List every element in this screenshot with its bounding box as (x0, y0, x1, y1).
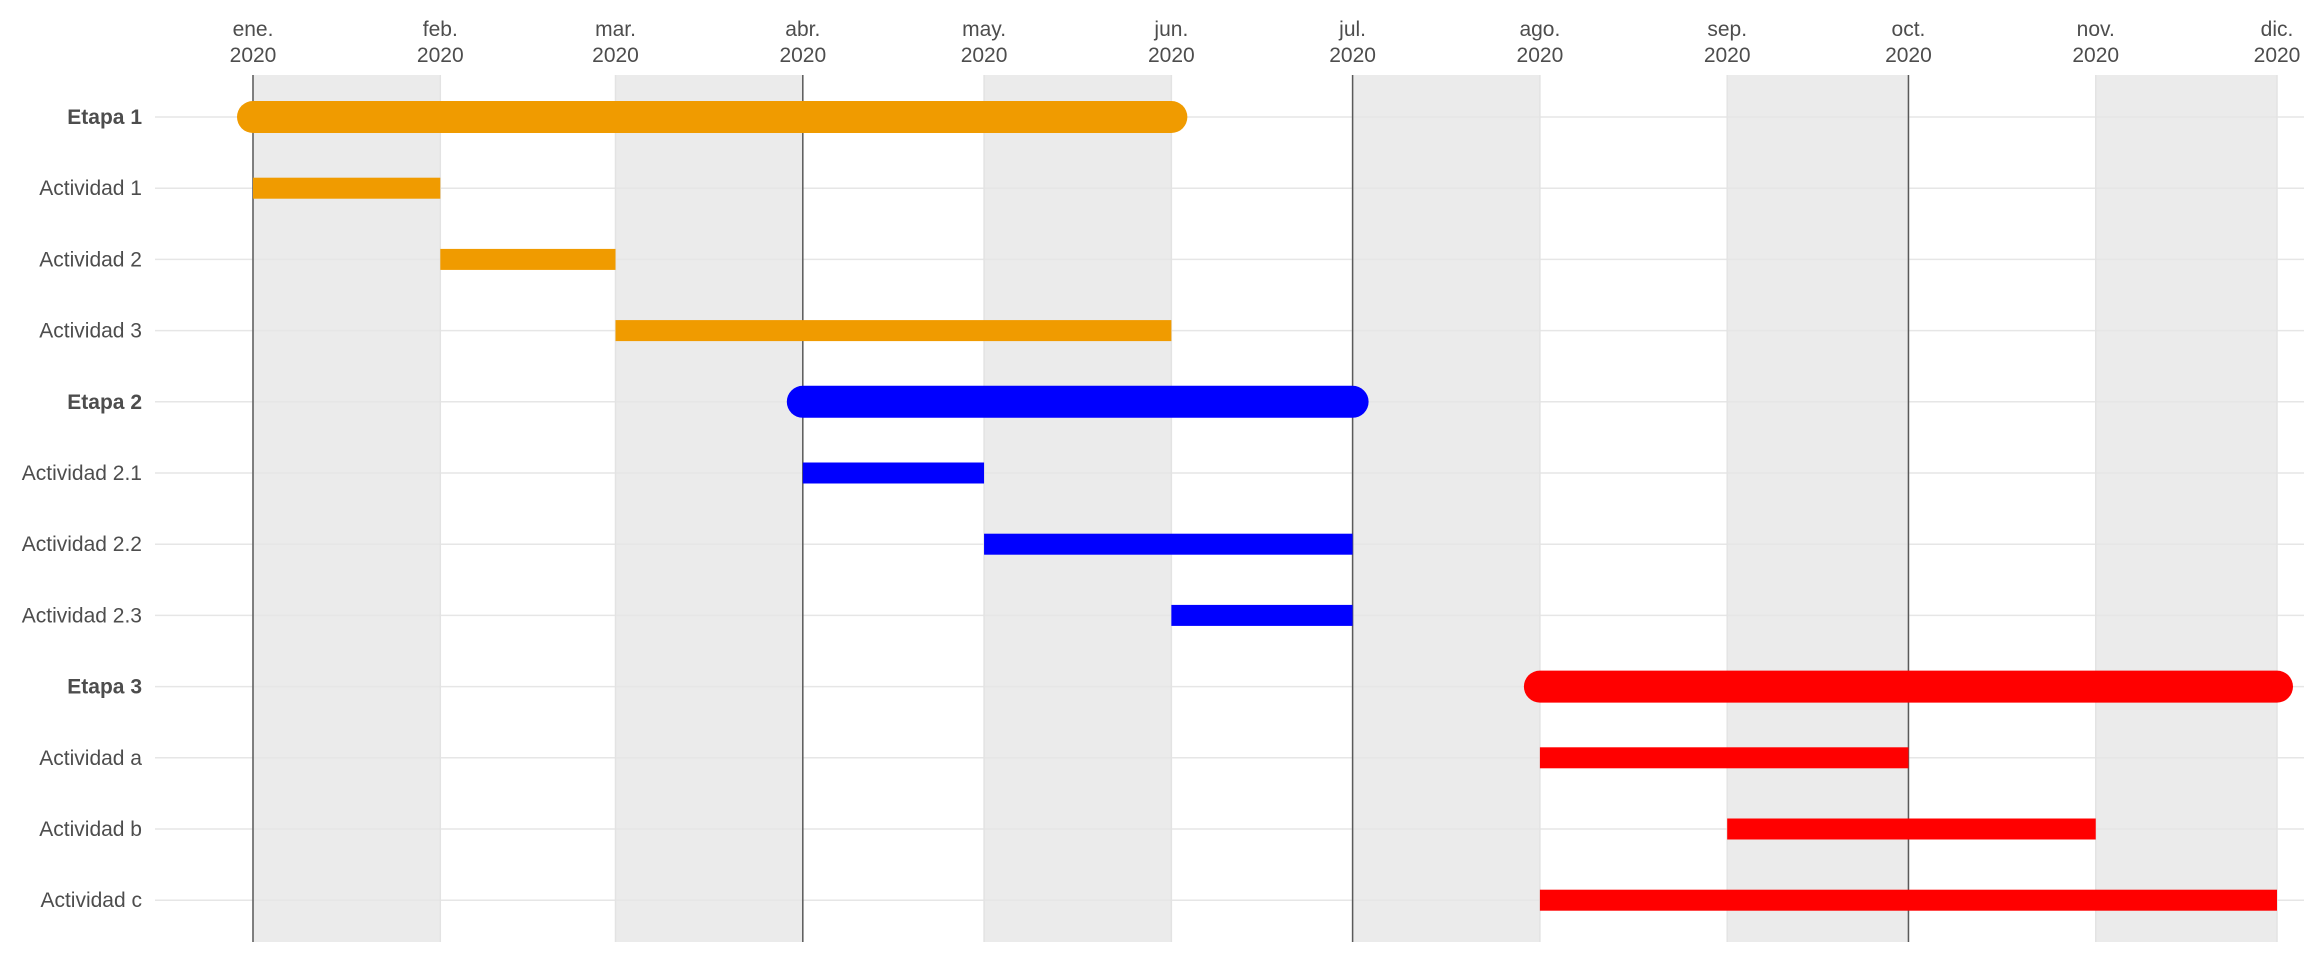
month-tick: abr. 2020 (779, 18, 826, 67)
stage-label: Etapa 3 (67, 676, 142, 699)
month-tick-label: jun. (1153, 18, 1188, 41)
shaded-month-band-1 (253, 75, 441, 942)
month-tick-label: oct. (1892, 18, 1926, 41)
shaded-month-band-2 (615, 75, 803, 942)
year-tick-label: 2020 (592, 44, 639, 67)
activity-bar (615, 320, 1172, 342)
task-bars (237, 101, 2293, 911)
shaded-month-band-3 (984, 75, 1172, 942)
activity-label: Actividad 2.2 (22, 533, 142, 556)
month-tick: oct. 2020 (1885, 18, 1932, 67)
year-tick-label: 2020 (961, 44, 1008, 67)
month-tick-label: abr. (785, 18, 820, 41)
month-tick: feb. 2020 (417, 18, 464, 67)
activity-label: Actividad 2.3 (22, 604, 142, 627)
year-tick-label: 2020 (2072, 44, 2119, 67)
stage-bar (786, 385, 1369, 418)
month-tick-label: mar. (595, 18, 636, 41)
year-tick-label: 2020 (779, 44, 826, 67)
activity-bar (1539, 747, 1909, 769)
month-tick-label: dic. (2261, 18, 2294, 41)
stage-bar (237, 101, 1188, 133)
shaded-month-band-5 (1727, 75, 1909, 942)
year-tick-label: 2020 (1517, 44, 1564, 67)
month-tick-label: jul. (1338, 18, 1366, 41)
month-tick-label: sep. (1707, 18, 1747, 41)
year-tick-label: 2020 (1148, 44, 1195, 67)
activity-label: Actividad 1 (39, 177, 142, 200)
stage-bar (1523, 670, 2293, 703)
activity-label: Actividad c (40, 889, 142, 912)
activity-bar (253, 177, 441, 199)
month-axis: ene. 2020 feb. 2020 mar. 2020 abr. 2020 may. 2020… (230, 18, 2301, 67)
month-tick: sep. 2020 (1704, 18, 1751, 67)
activity-label: Actividad 2.1 (22, 462, 142, 485)
activity-label: Actividad 2 (39, 248, 142, 271)
activity-bar (984, 533, 1353, 555)
stage-label: Etapa 2 (67, 391, 142, 414)
month-tick: may. 2020 (961, 18, 1008, 67)
year-tick-label: 2020 (230, 44, 277, 67)
month-tick-label: may. (962, 18, 1006, 41)
activity-label: Actividad b (39, 818, 142, 841)
month-tick-label: ene. (233, 18, 274, 41)
activity-label: Actividad 3 (39, 320, 142, 343)
activity-label: Actividad a (39, 747, 142, 770)
month-tick: dic. 2020 (2254, 18, 2301, 67)
month-tick: ene. 2020 (230, 18, 277, 67)
month-tick: nov. 2020 (2072, 18, 2119, 67)
month-tick-label: nov. (2077, 18, 2115, 41)
activity-bar (1171, 604, 1353, 626)
month-tick-label: ago. (1519, 18, 1560, 41)
month-tick: mar. 2020 (592, 18, 639, 67)
grid-layer (155, 75, 2304, 942)
activity-bar (1539, 889, 2277, 911)
year-tick-label: 2020 (1704, 44, 1751, 67)
activity-bar (802, 462, 985, 484)
year-tick-label: 2020 (2254, 44, 2301, 67)
month-tick: jun. 2020 (1148, 18, 1195, 67)
stage-label: Etapa 1 (67, 106, 142, 129)
task-labels: Etapa 1 Actividad 1 Actividad 2 Actividad 3… (22, 106, 143, 912)
year-tick-label: 2020 (1885, 44, 1932, 67)
activity-bar (1727, 818, 2096, 840)
shaded-month-band-6 (2095, 75, 2277, 942)
shaded-month-band-4 (1352, 75, 1540, 942)
month-shading-layer (253, 75, 2277, 942)
quarter-lines-layer (252, 75, 1910, 942)
month-tick-label: feb. (423, 18, 458, 41)
activity-bar (440, 248, 616, 270)
month-tick: jul. 2020 (1329, 18, 1376, 67)
year-tick-label: 2020 (417, 44, 464, 67)
month-tick: ago. 2020 (1517, 18, 1564, 67)
year-tick-label: 2020 (1329, 44, 1376, 67)
